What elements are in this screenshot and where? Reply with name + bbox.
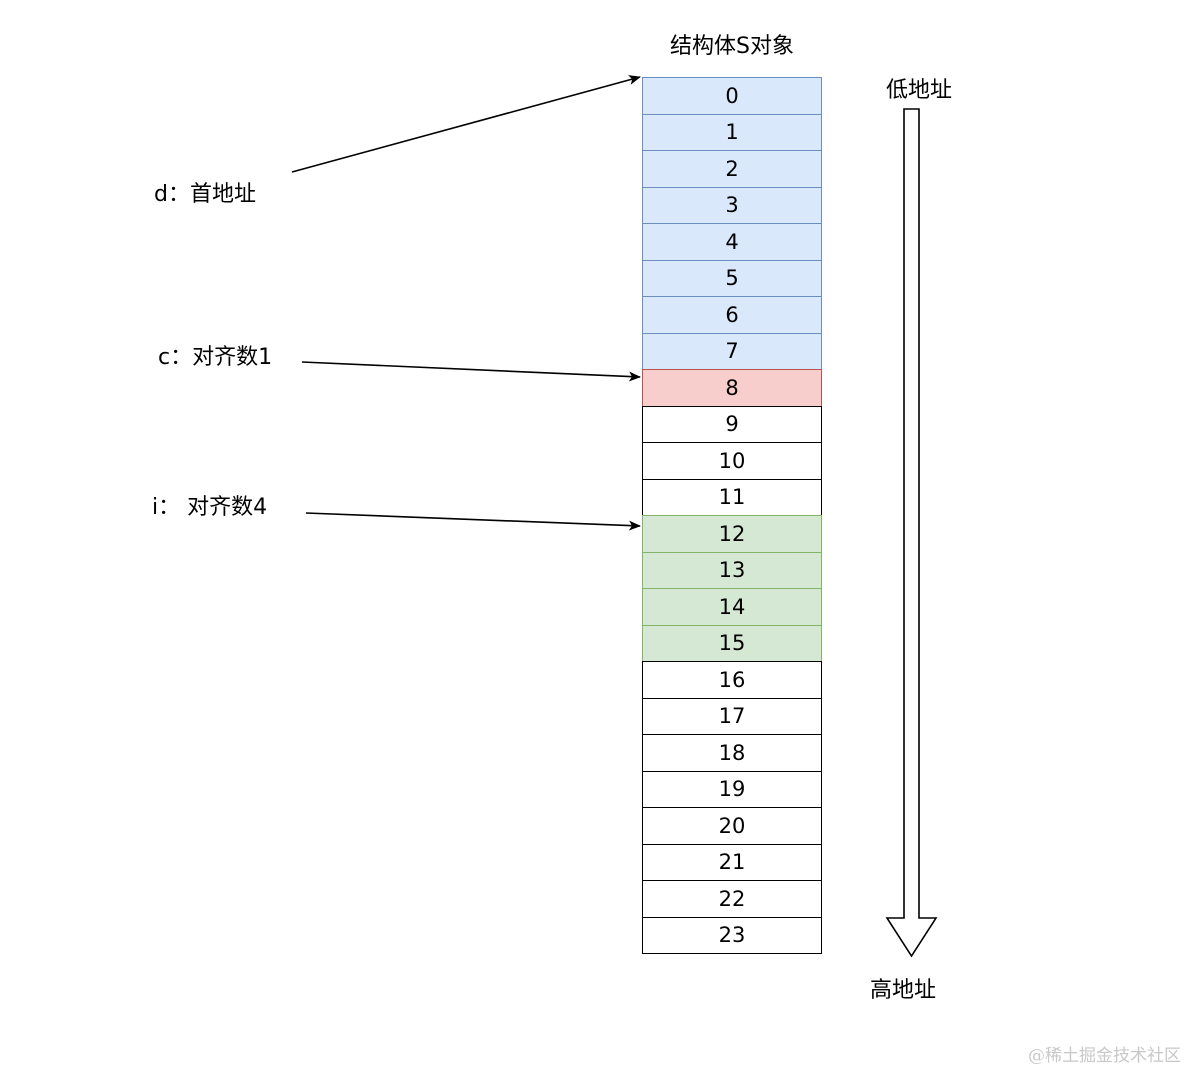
struct-title: 结构体S对象 <box>670 34 794 59</box>
watermark: @稀土掘金技术社区 <box>1028 1046 1181 1066</box>
memory-cell: 0 <box>642 77 822 115</box>
label-d: d：首地址 <box>154 182 256 207</box>
high-address-label: 高地址 <box>870 978 937 1003</box>
address-direction-arrow <box>885 108 938 958</box>
arrow-d <box>291 75 641 173</box>
memory-cell: 14 <box>642 588 822 626</box>
arrow-i <box>305 512 641 531</box>
memory-cell: 6 <box>642 296 822 334</box>
memory-cell: 23 <box>642 916 822 954</box>
memory-cell: 3 <box>642 186 822 224</box>
low-address-label: 低地址 <box>886 78 953 103</box>
label-c: c：对齐数1 <box>158 345 273 370</box>
memory-cell: 15 <box>642 624 822 662</box>
memory-cell: 4 <box>642 223 822 261</box>
memory-cell: 5 <box>642 259 822 297</box>
memory-cell: 13 <box>642 551 822 589</box>
memory-cell: 8 <box>642 369 822 407</box>
arrow-c <box>301 361 641 382</box>
memory-cell: 7 <box>642 332 822 370</box>
label-i: i： 对齐数4 <box>152 495 268 520</box>
memory-cell: 2 <box>642 150 822 188</box>
